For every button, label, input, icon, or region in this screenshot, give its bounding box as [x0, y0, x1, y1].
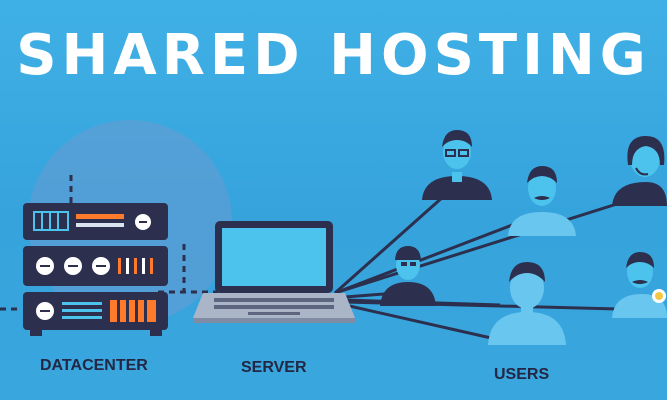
user-icon: [380, 246, 436, 306]
user-idea-icon: [612, 252, 667, 318]
connection-lines: [334, 194, 621, 342]
user-icon: [488, 262, 566, 345]
user-icon: [422, 130, 492, 200]
dashed-links: [0, 175, 218, 311]
datacenter-rack-icon: [23, 203, 168, 336]
user-woman-icon: [612, 136, 667, 206]
laptop-icon: [193, 221, 355, 323]
datacenter-label: DATACENTER: [40, 357, 148, 374]
server-label: SERVER: [241, 359, 307, 376]
user-mustache-icon: [508, 166, 576, 236]
users-label: USERS: [494, 366, 550, 383]
page-title: SHARED HOSTING: [16, 23, 651, 88]
